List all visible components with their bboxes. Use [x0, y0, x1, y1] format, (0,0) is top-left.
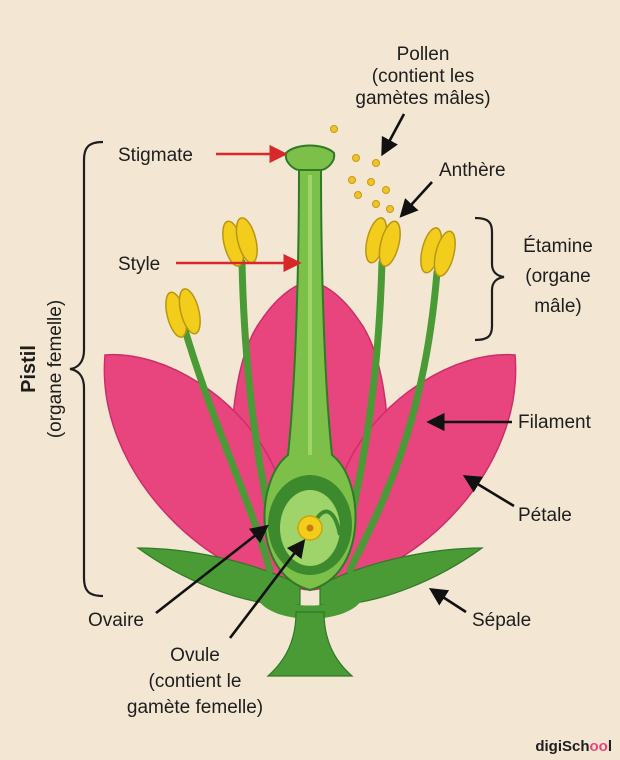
filament-1 [181, 326, 274, 574]
pistil [263, 144, 357, 592]
label-arrows [155, 113, 515, 639]
label-pistil: Pistil [18, 345, 40, 393]
label-ovule-line2: (contient le [149, 671, 242, 692]
pollen-grain [354, 191, 362, 199]
anther-3 [365, 217, 401, 267]
filament-4 [346, 268, 441, 574]
label-stigmate: Stigmate [118, 145, 193, 166]
pollen-grain [372, 200, 380, 208]
label-pistil-sub: (organe femelle) [45, 300, 66, 438]
arrow-ovule [228, 539, 306, 639]
pollen-grain [367, 178, 375, 186]
arrow-sepale [428, 588, 467, 614]
label-ovule-line3: gamète femelle) [127, 697, 263, 718]
label-etamine-line3: mâle) [534, 296, 582, 317]
pollen-grain [348, 176, 356, 184]
arrow-ovaire [155, 524, 269, 615]
pollen-grain [386, 205, 394, 213]
receptacle [258, 592, 362, 619]
label-ovule-line1: Ovule [170, 645, 220, 666]
ovule-core [306, 524, 314, 532]
sepal-left [136, 547, 301, 606]
label-pollen-line1: Pollen [397, 44, 450, 65]
label-pollen-line2: (contient les [372, 66, 474, 87]
digischool-logo: digiSchool [535, 738, 612, 755]
label-anthere: Anthère [439, 160, 506, 181]
label-filament: Filament [518, 412, 592, 433]
label-etamine-line2: (organe [525, 266, 591, 287]
stigma [284, 144, 336, 171]
label-petale: Pétale [518, 505, 572, 526]
label-pollen-line3: gamètes mâles) [355, 88, 490, 109]
pollen-grain [372, 159, 380, 167]
arrow-anthere [399, 181, 433, 218]
arrow-petale [462, 475, 515, 508]
pollen-grain [352, 154, 360, 162]
label-etamine-line1: Étamine [523, 236, 593, 257]
pollen-grain [330, 125, 338, 133]
sepals [136, 547, 484, 606]
label-style: Style [118, 254, 160, 275]
pollen-grains [330, 125, 394, 213]
label-ovaire: Ovaire [88, 610, 144, 631]
anther-4 [420, 227, 456, 277]
pollen-grain [382, 186, 390, 194]
label-pistil-group: Pistil (organe femelle) [18, 300, 66, 438]
labels: Pollen (contient les gamètes mâles) Stig… [18, 44, 593, 718]
pistil-brace-icon [69, 140, 104, 598]
label-sepale: Sépale [472, 610, 531, 631]
anther-1 [165, 288, 201, 338]
etamine-brace-icon [474, 216, 505, 342]
ovule-stalk [314, 509, 342, 536]
sepal-right [319, 547, 484, 606]
arrow-pollen [381, 113, 406, 157]
stem [266, 611, 354, 677]
anther-2 [222, 217, 258, 267]
